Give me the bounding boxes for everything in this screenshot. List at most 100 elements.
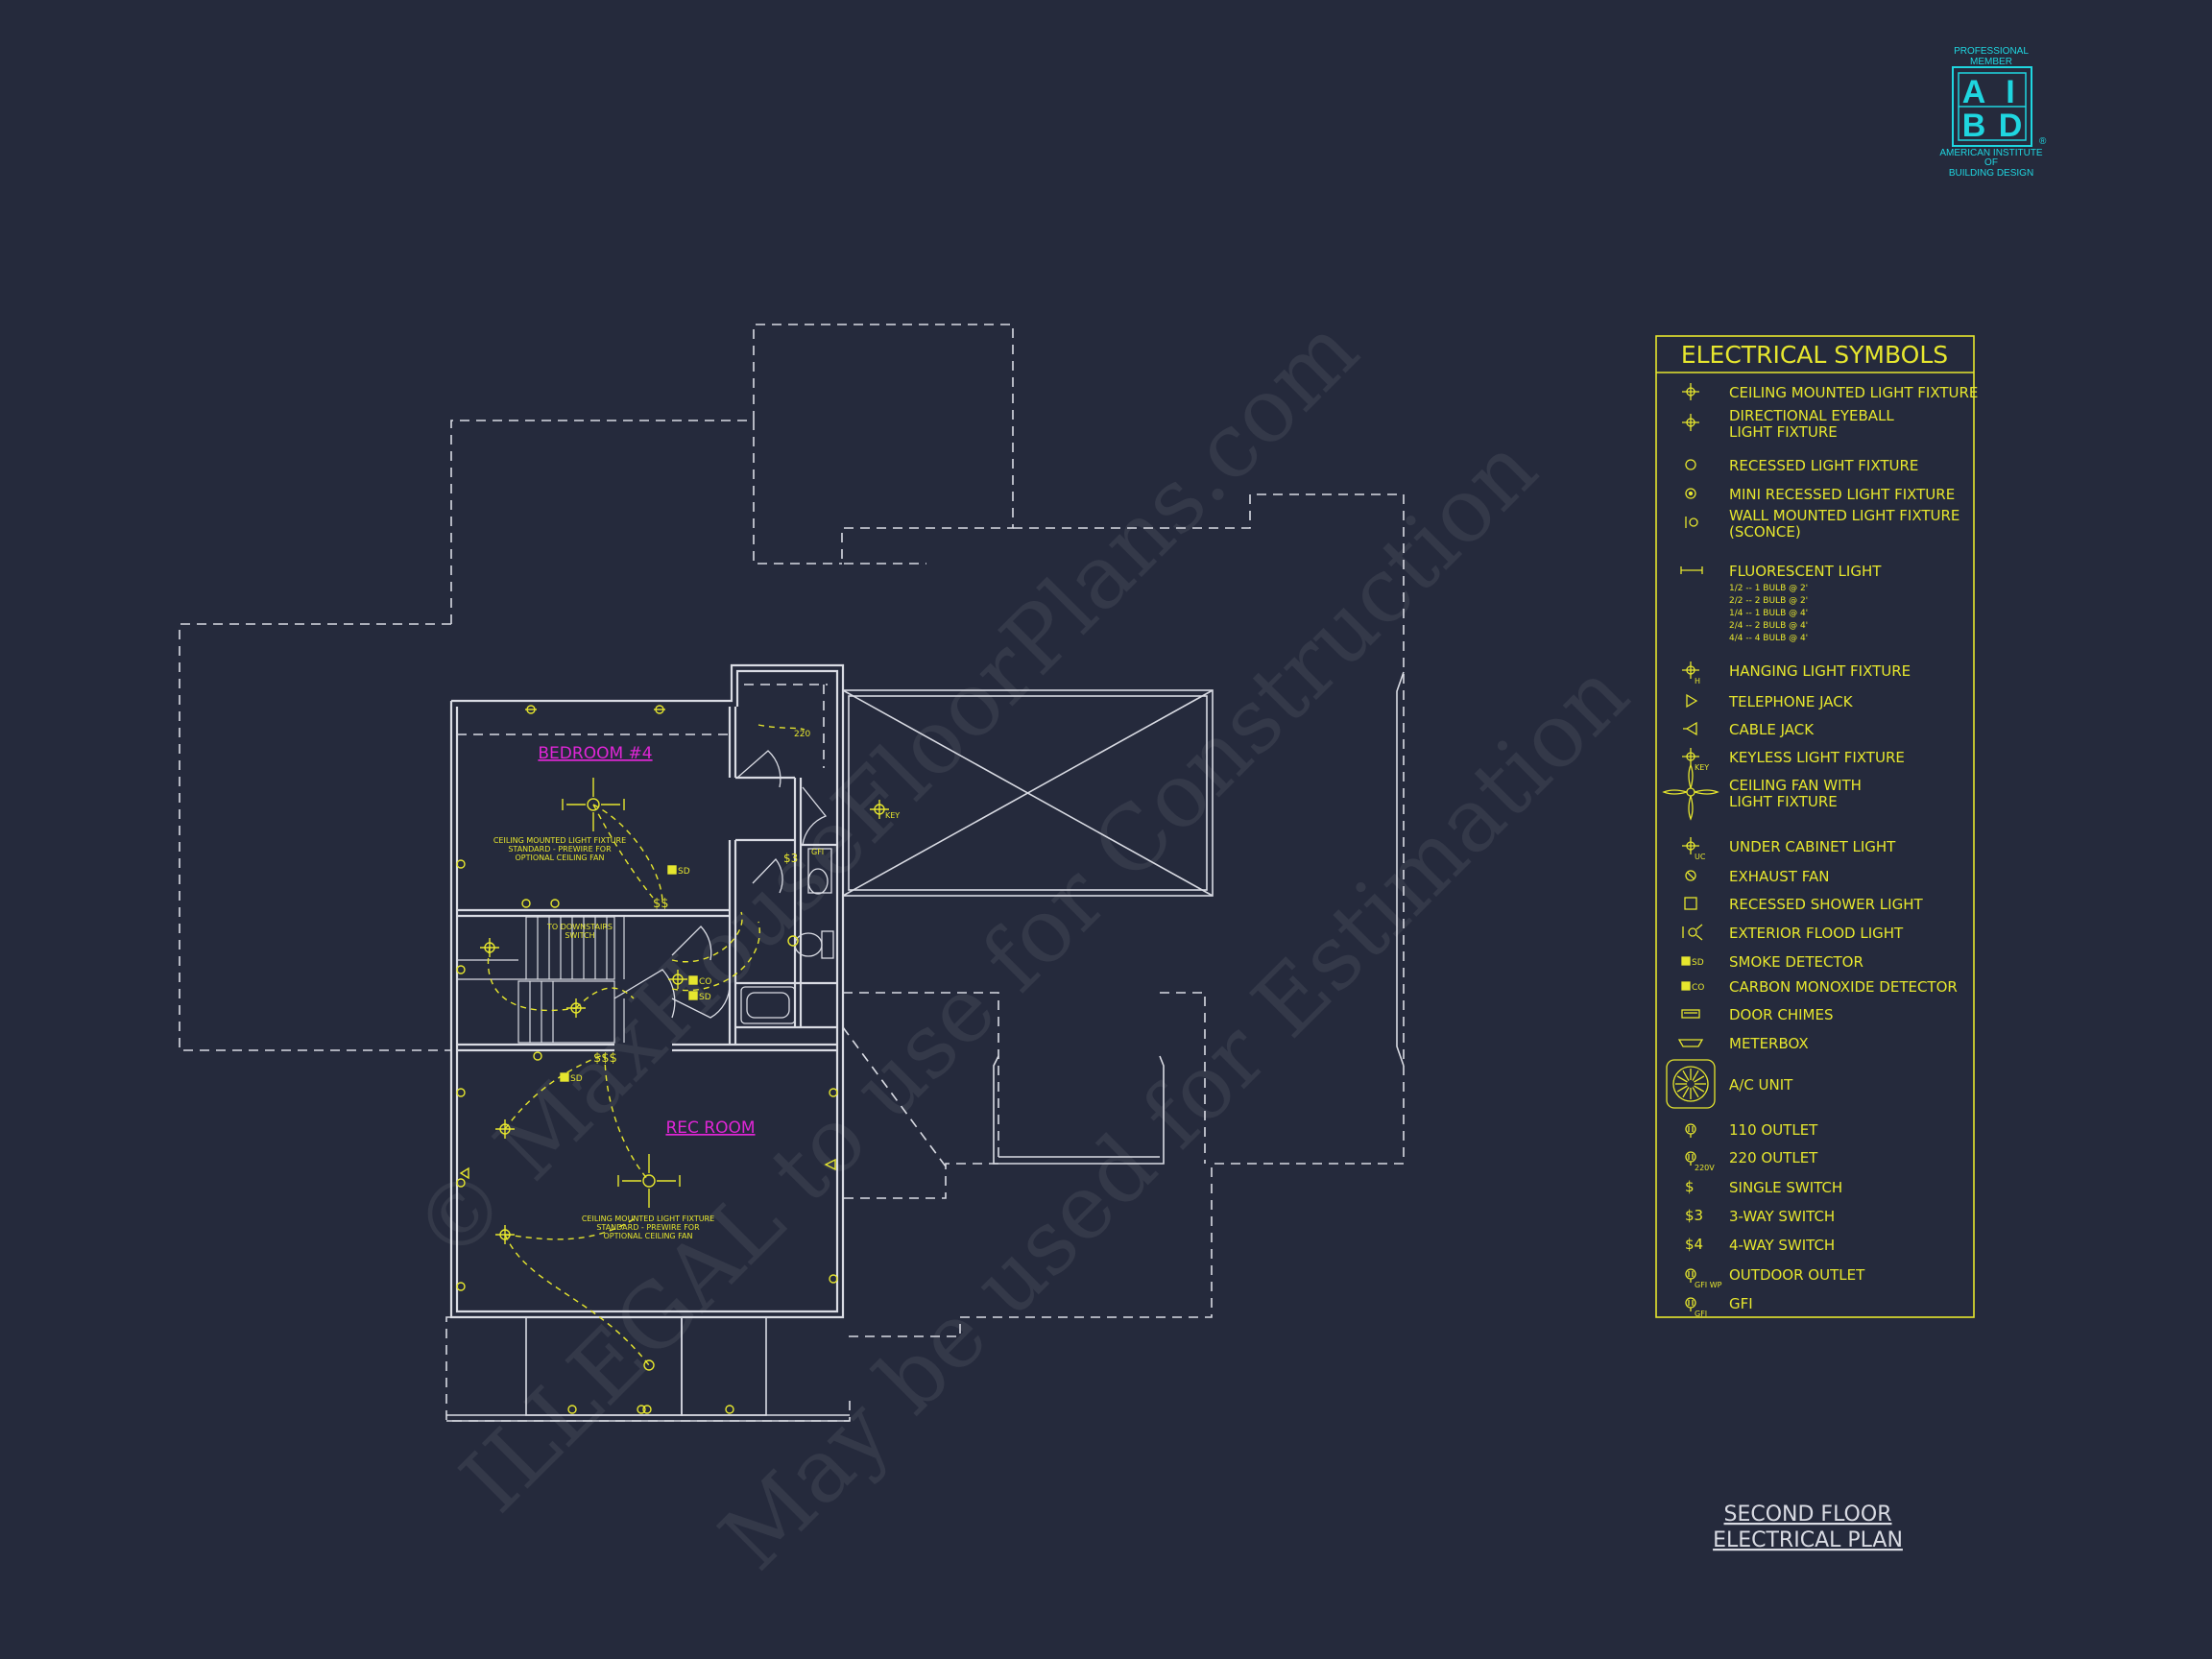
legend-item-label: SINGLE SWITCH bbox=[1729, 1179, 1842, 1196]
mini-recessed-icon bbox=[1685, 488, 1696, 499]
legend-row: CABLE JACK bbox=[1683, 721, 1815, 738]
under-cabinet-icon bbox=[1682, 837, 1699, 854]
legend-switch-glyph: $3 bbox=[1685, 1207, 1703, 1224]
legend-item-label: GFI bbox=[1729, 1295, 1753, 1312]
shower-light-icon bbox=[1684, 897, 1697, 910]
legend-icon-tag: UC bbox=[1695, 853, 1706, 861]
smoke-tag-rec: SD bbox=[570, 1074, 583, 1084]
outdoor-outlet-icon bbox=[1685, 1268, 1696, 1283]
door-chimes-icon bbox=[1681, 1009, 1700, 1019]
rec-fan-note-line-3: OPTIONAL CEILING FAN bbox=[604, 1232, 693, 1240]
legend-item-label: SMOKE DETECTOR bbox=[1729, 953, 1863, 971]
bedroom-fan-note-line-2: STANDARD - PREWIRE FOR bbox=[508, 845, 612, 854]
cable-jack-icon bbox=[1683, 721, 1697, 736]
badge-letter-i: I bbox=[2006, 74, 2014, 110]
legend-item-label: EXTERIOR FLOOD LIGHT bbox=[1729, 925, 1904, 942]
stair-note-line-2: SWITCH bbox=[565, 931, 594, 940]
legend-frame bbox=[1655, 335, 1975, 1318]
legend-item-label: 3-WAY SWITCH bbox=[1729, 1208, 1835, 1225]
legend-row: KEY KEYLESS LIGHT FIXTURE bbox=[1682, 748, 1905, 772]
legend-item-sub: 2/2 -- 2 BULB @ 2' bbox=[1729, 596, 1808, 606]
legend-row: WALL MOUNTED LIGHT FIXTURE(SCONCE) bbox=[1685, 507, 1960, 541]
badge-letter-d: D bbox=[1999, 108, 2023, 144]
legend-item-label: A/C UNIT bbox=[1729, 1076, 1793, 1094]
roof-outline-dashed bbox=[179, 324, 1405, 1422]
outlet-220-icon bbox=[1685, 1151, 1696, 1166]
flood-light-icon bbox=[1682, 924, 1703, 941]
open-to-below-area bbox=[842, 689, 1214, 897]
badge-bottom-line-3: BUILDING DESIGN bbox=[1949, 168, 2033, 179]
meterbox-icon bbox=[1677, 1039, 1704, 1047]
legend-item-label: DOOR CHIMES bbox=[1729, 1006, 1833, 1023]
electrical-symbols-legend: ELECTRICAL SYMBOLS CEILING MOUNTED LIGHT… bbox=[1655, 335, 1978, 1318]
legend-row: RECESSED SHOWER LIGHT bbox=[1684, 896, 1923, 913]
second-floor-walls bbox=[449, 663, 845, 1319]
co-detector-icon bbox=[1681, 981, 1691, 991]
hanging-light-icon bbox=[1682, 661, 1699, 679]
badge-letter-b: B bbox=[1962, 108, 1986, 144]
legend-item-label: EXHAUST FAN bbox=[1729, 868, 1829, 885]
legend-row: MINI RECESSED LIGHT FIXTURE bbox=[1685, 486, 1955, 503]
electrical-labels: BEDROOM #4 REC ROOM CEILING MOUNTED LIGH… bbox=[493, 730, 900, 1240]
bedroom-fan-note-line-1: CEILING MOUNTED LIGHT FIXTURE bbox=[493, 836, 626, 845]
legend-item-label: KEYLESS LIGHT FIXTURE bbox=[1729, 749, 1905, 766]
legend-row: GFI WP OUTDOOR OUTLET bbox=[1685, 1266, 1865, 1289]
legend-item-label: 110 OUTLET bbox=[1729, 1121, 1818, 1139]
legend-icon-tag: H bbox=[1695, 677, 1700, 685]
porch-columns bbox=[446, 1316, 850, 1422]
doors bbox=[613, 750, 828, 1019]
legend-switch-glyph: $4 bbox=[1685, 1236, 1703, 1253]
rec-fan-note-line-1: CEILING MOUNTED LIGHT FIXTURE bbox=[582, 1214, 714, 1223]
legend-row: CO CARBON MONOXIDE DETECTOR bbox=[1681, 978, 1958, 996]
sheet-title-line-1: SECOND FLOOR bbox=[1724, 1503, 1892, 1527]
fluorescent-icon bbox=[1680, 566, 1703, 574]
floor-plan bbox=[179, 324, 1405, 1422]
sheet-title: SECOND FLOOR ELECTRICAL PLAN bbox=[1713, 1503, 1903, 1552]
smoke-detector-icon bbox=[1681, 956, 1691, 966]
legend-item-label: TELEPHONE JACK bbox=[1728, 693, 1854, 710]
legend-row: EXHAUST FAN bbox=[1685, 868, 1829, 885]
ac-unit-icon bbox=[1666, 1059, 1716, 1109]
legend-item-label: CEILING MOUNTED LIGHT FIXTURE bbox=[1729, 384, 1978, 401]
legend-item-label: DIRECTIONAL EYEBALL bbox=[1729, 407, 1894, 424]
smoke-tag-bedroom: SD bbox=[678, 867, 690, 877]
badge-top-line-2: MEMBER bbox=[1970, 57, 2012, 67]
rec-ceiling-fan-icon bbox=[617, 1154, 681, 1208]
double-switch-tag: $$ bbox=[653, 897, 669, 911]
badge-top-line-1: PROFESSIONAL bbox=[1954, 46, 2029, 57]
legend-item-label: CARBON MONOXIDE DETECTOR bbox=[1729, 978, 1958, 996]
switch-legs bbox=[487, 724, 805, 1366]
legend-item-label: CABLE JACK bbox=[1729, 721, 1815, 738]
rec-fan-note-line-2: STANDARD - PREWIRE FOR bbox=[596, 1223, 700, 1232]
legend-row: $SINGLE SWITCH bbox=[1685, 1178, 1842, 1196]
legend-row: METERBOX bbox=[1677, 1035, 1809, 1052]
keyless-light-icon bbox=[1682, 748, 1699, 765]
badge-outer-frame bbox=[1952, 66, 2032, 147]
badge-registered-mark: ® bbox=[2039, 136, 2047, 147]
legend-icon-tag: SD bbox=[1692, 958, 1704, 968]
legend-icon-tag: KEY bbox=[1695, 763, 1709, 772]
legend-icon-tag: GFI WP bbox=[1695, 1281, 1722, 1289]
electrical-layer bbox=[456, 705, 889, 1414]
staircase bbox=[457, 916, 625, 1044]
legend-title: ELECTRICAL SYMBOLS bbox=[1681, 341, 1948, 369]
legend-item-label: OUTDOOR OUTLET bbox=[1729, 1266, 1865, 1284]
bedroom-ceiling-fan-icon bbox=[562, 778, 625, 831]
legend-icon-tag: CO bbox=[1692, 983, 1704, 993]
legend-item-label: 220 OUTLET bbox=[1729, 1149, 1818, 1166]
legend-row: TELEPHONE JACK bbox=[1686, 693, 1854, 710]
legend-item-label-line-2: (SCONCE) bbox=[1729, 523, 1801, 541]
exhaust-fan-icon bbox=[1685, 870, 1696, 881]
bay-walls bbox=[993, 1055, 1165, 1165]
outlet-220-tag: 220 bbox=[794, 730, 810, 739]
outlet-110-icon bbox=[1685, 1123, 1696, 1138]
legend-item-label: HANGING LIGHT FIXTURE bbox=[1729, 662, 1911, 680]
legend-item-label: RECESSED SHOWER LIGHT bbox=[1729, 896, 1923, 913]
badge-letter-a: A bbox=[1962, 74, 1986, 110]
smoke-detectors bbox=[560, 865, 698, 1082]
